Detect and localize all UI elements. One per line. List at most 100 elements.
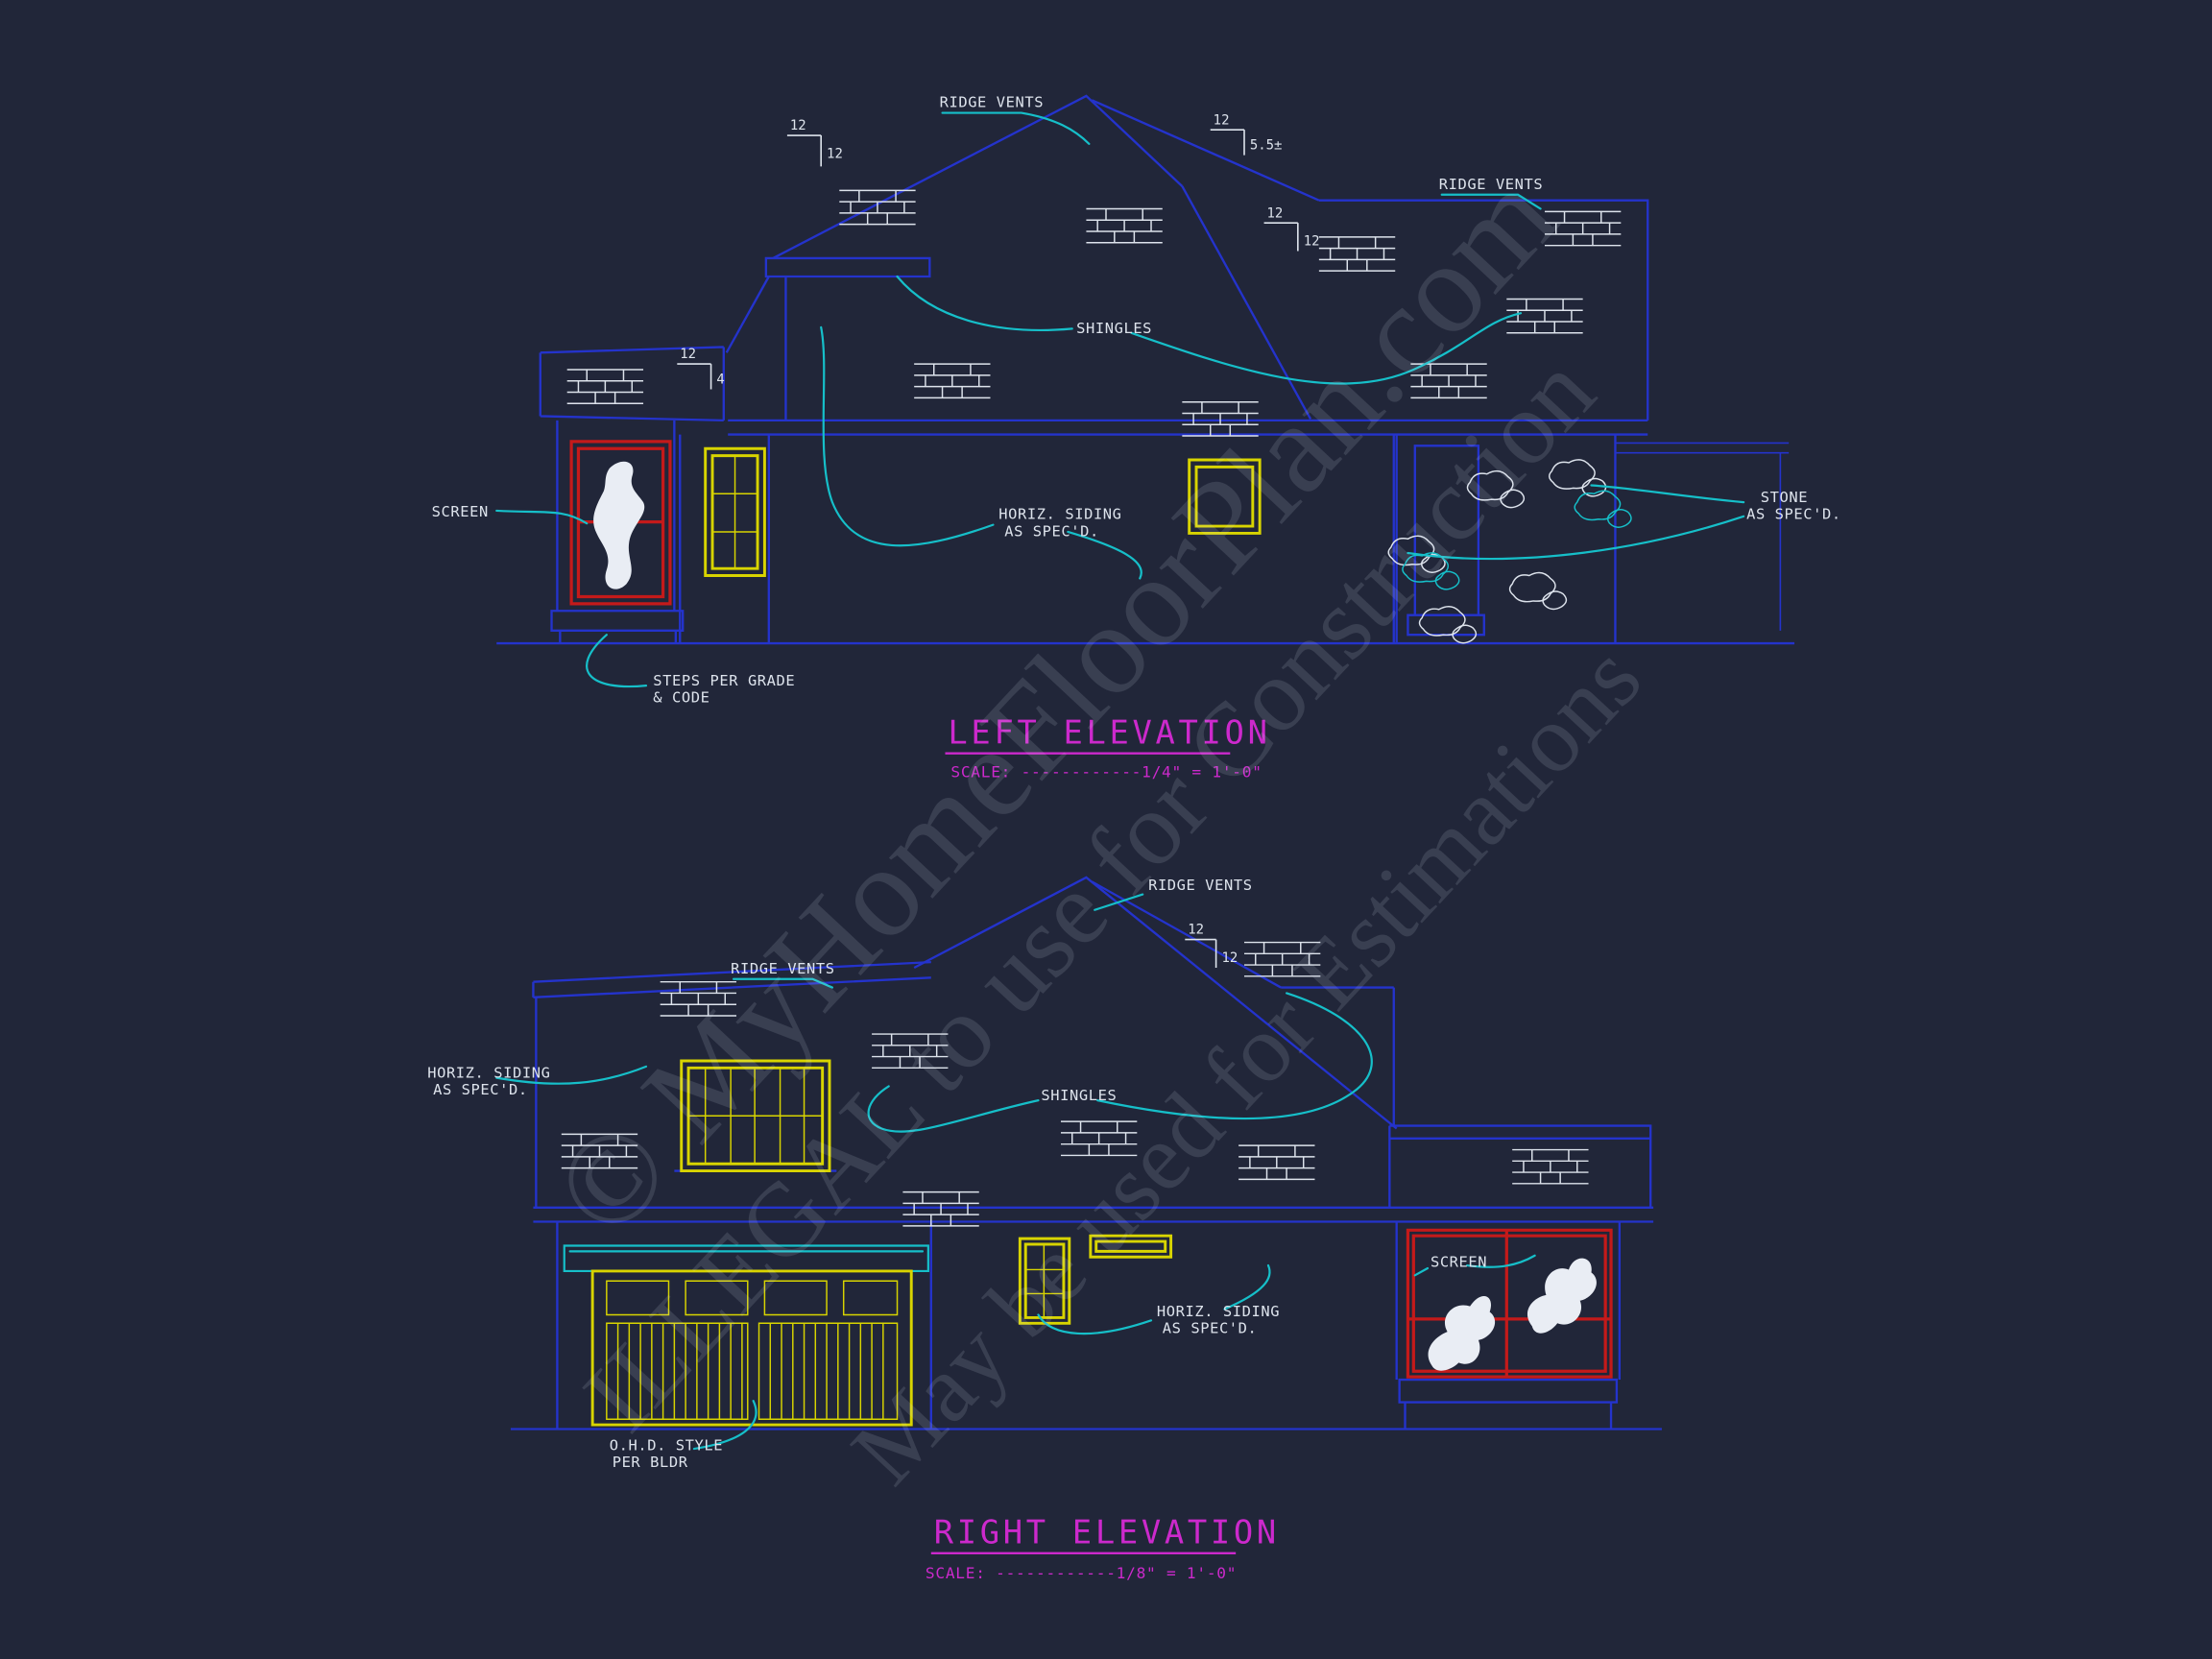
pitch-marker-rear: 12 5.5± bbox=[1210, 112, 1283, 156]
label-ohd-2: PER BLDR bbox=[613, 1454, 688, 1471]
porch-base bbox=[1398, 1378, 1619, 1404]
roof-rear-slope bbox=[1091, 99, 1320, 202]
left-wing-roof bbox=[532, 960, 931, 999]
right-side-band bbox=[1615, 442, 1790, 631]
floor-band bbox=[533, 1206, 1654, 1223]
leader-screen bbox=[495, 509, 589, 525]
pitch-marker-right: 12 12 bbox=[1263, 205, 1320, 252]
pitch-run: 12 bbox=[790, 118, 806, 133]
right-wing-roof bbox=[1388, 1124, 1652, 1208]
pitch-run: 12 bbox=[680, 347, 696, 362]
main-wall-edges bbox=[679, 434, 1395, 644]
leader-horiz-siding-left bbox=[495, 1065, 648, 1085]
window-upper-left bbox=[680, 1059, 831, 1173]
label-ridge-vents-main: RIDGE VENTS bbox=[940, 94, 1045, 111]
pitch-rise: 5.5± bbox=[1250, 138, 1283, 154]
window-center bbox=[1018, 1237, 1071, 1325]
porch-roof bbox=[539, 346, 725, 422]
brick-hatch-icon bbox=[1085, 207, 1164, 244]
leader-shingles-right bbox=[1130, 312, 1523, 385]
garage-header bbox=[563, 1244, 929, 1273]
label-horiz-siding-center-1: HORIZ. SIDING bbox=[1157, 1303, 1280, 1320]
label-screen: SCREEN bbox=[1431, 1254, 1487, 1271]
label-horiz-siding-left-2: AS SPEC'D. bbox=[433, 1081, 528, 1098]
brick-hatch-icon bbox=[1238, 1144, 1316, 1181]
label-ridge-vents-right: RIDGE VENTS bbox=[1439, 176, 1544, 193]
label-ohd-1: O.H.D. STYLE bbox=[610, 1437, 723, 1455]
leader-ridge-vents-main bbox=[1094, 893, 1144, 911]
porch-posts bbox=[556, 420, 676, 612]
leader-horiz-siding-center-right bbox=[1223, 1263, 1271, 1310]
vent-center bbox=[1089, 1234, 1173, 1259]
pitch-rise: 4 bbox=[716, 373, 724, 388]
label-stone-1: STONE bbox=[1761, 489, 1808, 506]
label-horiz-siding-1: HORIZ. SIDING bbox=[998, 506, 1121, 523]
screen-glare-shape bbox=[593, 461, 645, 589]
label-shingles: SHINGLES bbox=[1076, 320, 1152, 337]
leader-screen-left bbox=[1413, 1266, 1430, 1277]
pitch-marker-main: 12 12 bbox=[1185, 923, 1238, 968]
pitch-run: 12 bbox=[1267, 205, 1284, 221]
label-horiz-siding-2: AS SPEC'D. bbox=[1004, 522, 1099, 540]
fascia-return bbox=[725, 276, 770, 353]
roof-main-gable bbox=[772, 94, 1184, 259]
leader-stone-lower bbox=[1407, 515, 1745, 561]
leader-stone-upper bbox=[1590, 484, 1745, 504]
pitch-rise: 12 bbox=[827, 147, 843, 162]
screen-panels bbox=[1406, 1228, 1613, 1379]
right-elevation-title: RIGHT ELEVATION bbox=[934, 1514, 1280, 1551]
label-ridge-vents-main: RIDGE VENTS bbox=[1148, 877, 1253, 894]
screen-glare-shape bbox=[1527, 1258, 1597, 1334]
stone-hatch-icon bbox=[1574, 490, 1632, 528]
leader-horiz-siding-right bbox=[1067, 530, 1142, 580]
label-ridge-vents-left: RIDGE VENTS bbox=[731, 960, 834, 977]
pitch-run: 12 bbox=[1214, 112, 1230, 128]
right-elevation-scale: SCALE: ------------1/8" = 1'-0" bbox=[926, 1564, 1237, 1582]
brick-hatch-icon bbox=[565, 369, 644, 404]
pitch-marker-porch: 12 4 bbox=[677, 347, 725, 390]
porch-base bbox=[550, 610, 685, 644]
roof-main-gable bbox=[913, 876, 1398, 1130]
stone-wing-edges bbox=[1395, 434, 1617, 644]
stone-opening bbox=[1407, 445, 1485, 637]
label-stone-2: AS SPEC'D. bbox=[1746, 506, 1841, 523]
gable-fascia bbox=[764, 256, 931, 278]
screen-glare-shape bbox=[1428, 1296, 1496, 1371]
brick-hatch-icon bbox=[838, 189, 917, 226]
label-steps-1: STEPS PER GRADE bbox=[653, 672, 795, 689]
window-left bbox=[704, 446, 766, 577]
leader-horiz-siding-center-left bbox=[1037, 1313, 1153, 1335]
brick-hatch-icon bbox=[1511, 1148, 1590, 1185]
leader-screen-right bbox=[1466, 1254, 1536, 1268]
left-elevation-scale: SCALE: ------------1/4" = 1'-0" bbox=[950, 763, 1262, 781]
right-elevation: 12 12 RIDGE VENTS RIDGE VENTS HORIZ. SID… bbox=[427, 876, 1662, 1582]
stone-hatch-icon bbox=[1508, 571, 1568, 611]
label-horiz-siding-left-1: HORIZ. SIDING bbox=[427, 1065, 550, 1082]
pitch-rise: 12 bbox=[1221, 950, 1238, 966]
roof-gable-right-edge bbox=[1181, 185, 1312, 420]
leader-ridge-vents-main bbox=[941, 111, 1091, 145]
screen-panel bbox=[569, 440, 672, 606]
brick-hatch-icon bbox=[913, 363, 992, 399]
pitch-run: 12 bbox=[1188, 923, 1204, 938]
leader-shingles-left bbox=[896, 275, 1073, 332]
label-screen: SCREEN bbox=[432, 503, 489, 520]
left-elevation-title: LEFT ELEVATION bbox=[948, 713, 1270, 751]
leader-horiz-siding-left bbox=[820, 325, 995, 547]
garage-wall-edges bbox=[556, 1221, 932, 1430]
roof-right-wing bbox=[1318, 199, 1649, 421]
label-horiz-siding-center-2: AS SPEC'D. bbox=[1163, 1320, 1258, 1337]
leader-shingles-right bbox=[1096, 992, 1373, 1120]
label-steps-2: & CODE bbox=[653, 689, 709, 707]
leader-shingles-left bbox=[867, 1085, 1040, 1133]
porch-wall-edges bbox=[1395, 1221, 1622, 1430]
pitch-marker-left: 12 12 bbox=[786, 118, 843, 167]
leader-ohd bbox=[692, 1400, 757, 1451]
leader-ridge-vents-left bbox=[732, 977, 834, 989]
window-square bbox=[1188, 458, 1262, 535]
floor-band bbox=[728, 419, 1648, 436]
roof-rear bbox=[1091, 880, 1395, 1126]
leader-ridge-vents-right bbox=[1440, 193, 1542, 210]
